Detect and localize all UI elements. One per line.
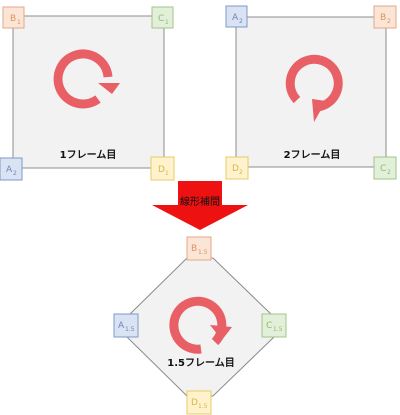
corner-c-letter: C [158, 14, 164, 24]
frame-2-corner-d: D 2 [225, 156, 249, 180]
corner-a-subscript: 2 [13, 170, 17, 177]
frame-1-5-title: 1.5フレーム目 [167, 357, 234, 369]
corner-a-box [225, 5, 248, 28]
frame-1-corner-b: B 1 [2, 6, 25, 29]
corner-a-subscript: 1.5 [125, 326, 135, 333]
down-arrow-icon [152, 181, 248, 230]
frame-1-5-corner-d: D 1.5 [186, 390, 212, 415]
frame-1-rotation-icon [53, 49, 120, 109]
corner-a-letter: A [6, 165, 13, 175]
corner-c-letter: C [266, 321, 272, 331]
frame-1-corner-c: C 1 [151, 6, 174, 29]
corner-a-box [113, 313, 139, 338]
corner-c-subscript: 1.5 [273, 326, 283, 333]
corner-a-letter: A [232, 13, 239, 23]
frame-2-corner-c: C 2 [373, 156, 397, 180]
frame-2-corner-a: A 2 [225, 5, 248, 28]
corner-b-box [2, 6, 25, 29]
corner-b-box [373, 5, 397, 29]
frame-1-square [12, 15, 165, 169]
frame-1-5-rotation-icon [169, 296, 232, 354]
frame-2-square [235, 16, 387, 168]
corner-c-subscript: 1 [165, 19, 169, 26]
corner-d-letter: D [232, 164, 239, 174]
frame-1-5: 1.5フレーム目 B 1.5 A 1.5 C 1.5 D 1.5 [113, 236, 287, 415]
corner-d-subscript: 2 [239, 169, 243, 176]
corner-b-letter: B [10, 14, 16, 24]
corner-a-letter: A [118, 321, 125, 331]
corner-d-subscript: 1 [165, 170, 169, 177]
corner-c-box [151, 6, 174, 29]
corner-d-box [150, 156, 175, 181]
corner-b-subscript: 1.5 [198, 249, 208, 256]
interpolation-label: 線形補間 [180, 195, 220, 208]
frame-1-corner-a: A 2 [0, 157, 23, 181]
frame-2-rotation-icon [285, 54, 343, 122]
corner-b-subscript: 2 [387, 18, 391, 25]
frame-1-5-corner-a: A 1.5 [113, 313, 139, 338]
frame-1-title: 1フレーム目 [60, 149, 117, 161]
corner-a-subscript: 2 [239, 18, 243, 25]
corner-b-letter: B [191, 244, 197, 254]
corner-a-box [0, 157, 23, 181]
frame-1-5-corner-c: C 1.5 [261, 313, 287, 338]
corner-b-box [186, 236, 212, 261]
frame-2: 2フレーム目 A 2 B 2 D 2 C 2 [225, 5, 397, 180]
corner-d-box [186, 390, 212, 415]
corner-b-subscript: 1 [17, 19, 21, 26]
corner-d-subscript: 1.5 [198, 403, 208, 410]
interpolation-arrow: 線形補間 [152, 181, 248, 230]
frame-2-corner-b: B 2 [373, 5, 397, 29]
frame-2-title: 2フレーム目 [284, 149, 341, 161]
frame-1-5-corner-b: B 1.5 [186, 236, 212, 261]
frame-1: 1フレーム目 B 1 C 1 A 2 D 1 [0, 6, 175, 181]
frame-1-5-octagon [126, 257, 275, 397]
corner-c-box [261, 313, 287, 338]
corner-c-subscript: 2 [387, 169, 391, 176]
corner-b-letter: B [380, 13, 386, 23]
frame-1-corner-d: D 1 [150, 156, 175, 181]
corner-d-box [225, 156, 249, 180]
corner-c-box [373, 156, 397, 180]
corner-d-letter: D [158, 165, 165, 175]
corner-d-letter: D [191, 398, 198, 408]
corner-c-letter: C [380, 164, 386, 174]
